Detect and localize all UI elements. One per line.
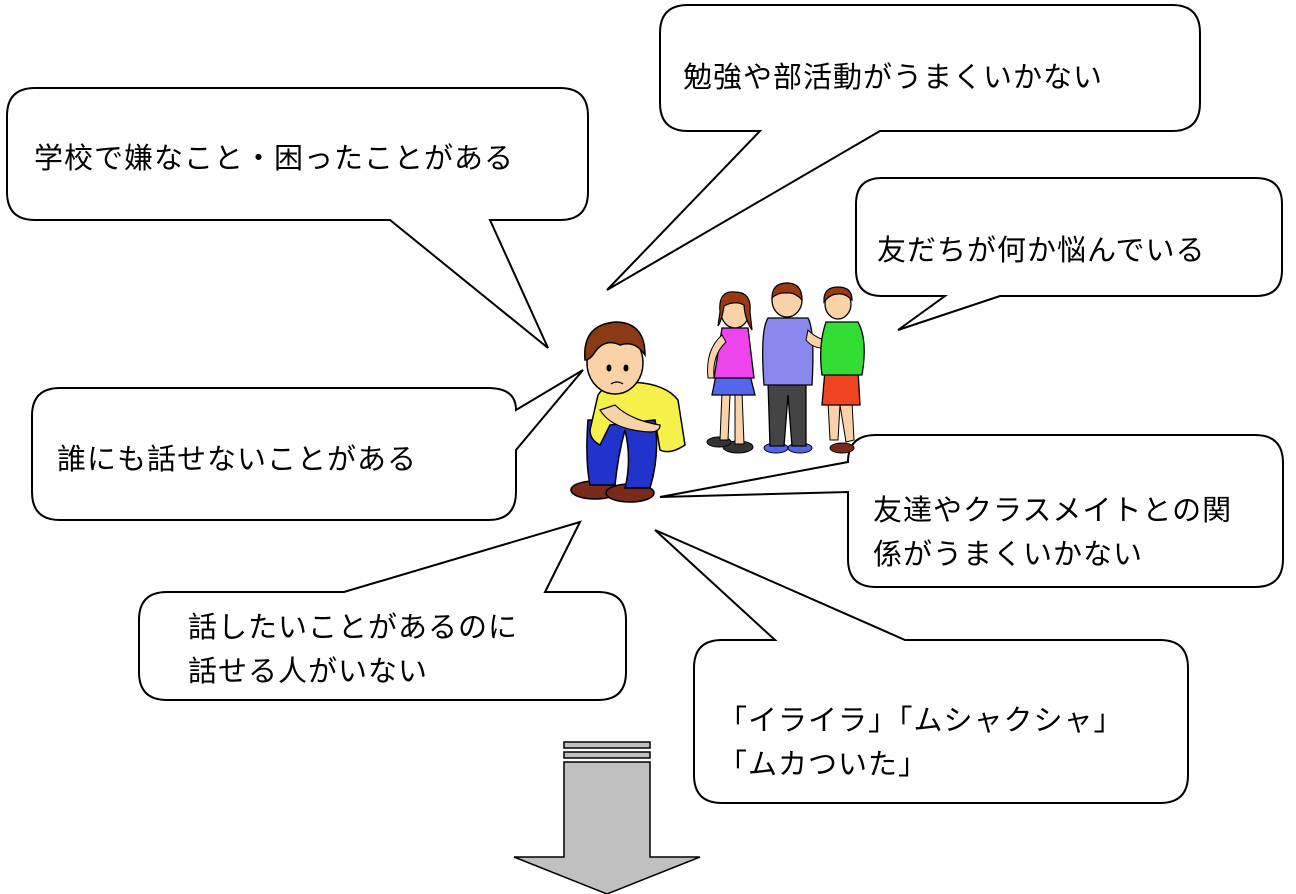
no-one-to-talk-line-2: 話せる人がいない [188, 654, 429, 688]
relationships-line-1: 友達やクラスメイトとの関 [873, 493, 1233, 527]
study-club-label: 勉強や部活動がうまくいかない [683, 60, 1104, 94]
bubble-friend-worry-text: 友だちが何か悩んでいる [877, 228, 1206, 272]
bubble-relationships-text: 友達やクラスメイトとの関 係がうまくいかない [873, 488, 1232, 576]
irritation-line-1: 「イライラ」「ムシャクシャ」 [718, 703, 1124, 737]
bubble-no-one-to-talk [138, 520, 627, 701]
bubble-school-trouble-text: 学校で嫌なこと・困ったことがある [34, 136, 514, 180]
bubble-school-trouble [6, 87, 589, 349]
sad-sitting-boy-illustration [570, 321, 686, 503]
bubble-relationships [659, 434, 1284, 588]
bubble-no-one-to-talk-text: 話したいことがあるのに 話せる人がいない [188, 605, 518, 693]
relationships-line-2: 係がうまくいかない [873, 537, 1144, 571]
bubble-irritation-text: 「イライラ」「ムシャクシャ」 「ムカついた」 [718, 698, 1124, 786]
friend-worry-label: 友だちが何か悩んでいる [877, 233, 1206, 267]
bubble-friend-worry [855, 177, 1283, 331]
bubble-irritation [654, 529, 1189, 804]
irritation-line-2: 「ムカついた」 [718, 747, 929, 781]
no-one-to-talk-line-1: 話したいことがあるのに [188, 610, 519, 644]
down-arrow [513, 741, 701, 894]
cannot-tell-label: 誰にも話せないことがある [57, 442, 418, 476]
bubble-study-club [606, 4, 1201, 291]
bubble-cannot-tell [31, 369, 584, 521]
bubble-cannot-tell-text: 誰にも話せないことがある [57, 437, 417, 481]
group-of-three-children-illustration [706, 282, 865, 454]
bubble-study-club-text: 勉強や部活動がうまくいかない [683, 55, 1103, 99]
school-trouble-label: 学校で嫌なこと・困ったことがある [34, 141, 515, 175]
